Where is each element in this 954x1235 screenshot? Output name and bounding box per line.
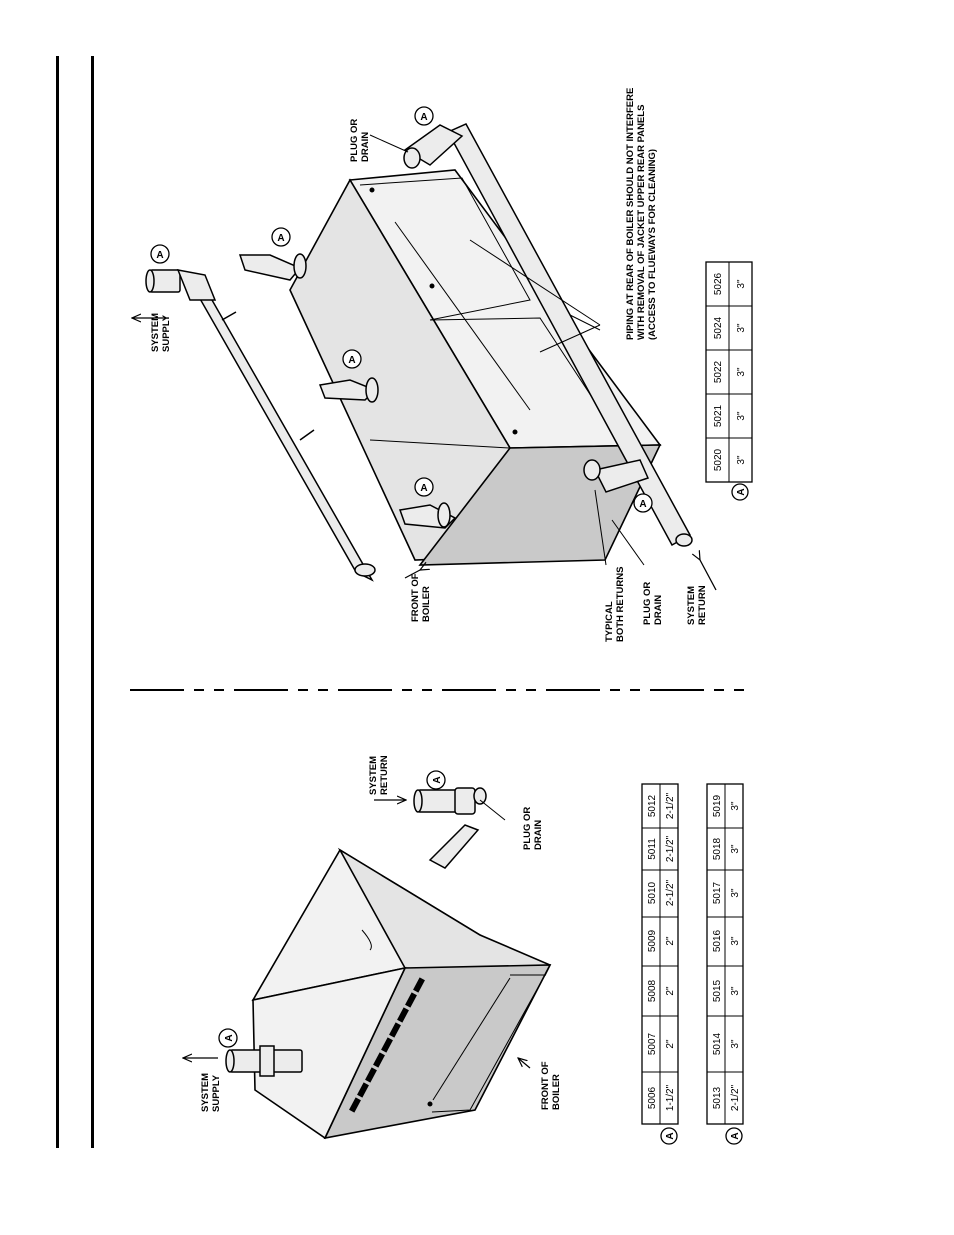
svg-text:5014: 5014 bbox=[712, 1032, 723, 1055]
upper-a-marker-return: A bbox=[633, 493, 653, 513]
svg-text:5012: 5012 bbox=[647, 794, 658, 817]
lower-front-of-boiler-label: FRONT OFBOILER bbox=[540, 1061, 562, 1110]
svg-text:2-1/2": 2-1/2" bbox=[665, 792, 676, 819]
svg-text:A: A bbox=[730, 1132, 741, 1139]
upper-piping-note: PIPING AT REAR OF BOILER SHOULD NOT INTE… bbox=[625, 85, 658, 340]
svg-text:A: A bbox=[420, 483, 427, 494]
lower-plug-or-drain-label: PLUG ORDRAIN bbox=[522, 807, 544, 850]
lower-supply-pipe bbox=[225, 1045, 303, 1077]
lower-boiler-vent-slots bbox=[349, 977, 425, 1113]
svg-text:2": 2" bbox=[665, 936, 676, 946]
svg-text:2": 2" bbox=[665, 1039, 676, 1049]
upper-table-size-3: 3" bbox=[736, 367, 747, 377]
svg-text:5007: 5007 bbox=[647, 1032, 658, 1055]
upper-a-marker-rear: A bbox=[414, 106, 434, 126]
svg-text:A: A bbox=[736, 488, 747, 495]
svg-text:2-1/2": 2-1/2" bbox=[665, 835, 676, 862]
upper-a-marker-supply: A bbox=[150, 244, 170, 264]
svg-text:A: A bbox=[639, 499, 646, 510]
upper-return-header-pipe bbox=[403, 123, 693, 547]
upper-piping-note-line-1: PIPING AT REAR OF BOILER SHOULD NOT INTE… bbox=[625, 88, 636, 340]
upper-system-supply-label: SYSTEMSUPPLY bbox=[150, 313, 172, 352]
svg-text:A: A bbox=[156, 250, 163, 261]
svg-text:3": 3" bbox=[730, 801, 741, 811]
svg-text:A: A bbox=[432, 776, 443, 783]
upper-plug-or-drain-bottom-label: PLUG ORDRAIN bbox=[642, 582, 664, 625]
lower-boiler-diagram: A A SYSTEMSUPPLY SYSTEMRETURN PLUG ORDRA… bbox=[183, 755, 744, 1145]
upper-table-model-5024: 5024 bbox=[713, 316, 724, 339]
svg-text:3": 3" bbox=[730, 888, 741, 898]
lower-a-marker-supply: A bbox=[218, 1028, 238, 1048]
upper-table-model-5021: 5021 bbox=[713, 404, 724, 427]
upper-table-size-1: 3" bbox=[736, 455, 747, 465]
upper-table-size-5: 3" bbox=[736, 279, 747, 289]
svg-text:A: A bbox=[348, 355, 355, 366]
svg-text:5010: 5010 bbox=[647, 881, 658, 904]
upper-table-size-2: 3" bbox=[736, 411, 747, 421]
upper-table-model-5022: 5022 bbox=[713, 360, 724, 383]
upper-boiler-diagram: A A A A A A bbox=[132, 85, 753, 642]
lower-plug-leader bbox=[479, 799, 506, 821]
svg-text:2-1/2": 2-1/2" bbox=[665, 879, 676, 906]
svg-text:A: A bbox=[420, 112, 427, 123]
upper-a-marker-2: A bbox=[342, 349, 362, 369]
upper-a-marker-3: A bbox=[414, 477, 434, 497]
upper-supply-riser-pipe bbox=[145, 269, 217, 301]
svg-text:5013: 5013 bbox=[712, 1086, 723, 1109]
upper-table-model-5026: 5026 bbox=[713, 272, 724, 295]
upper-system-return-label: SYSTEMRETURN bbox=[686, 585, 708, 625]
svg-text:2": 2" bbox=[665, 986, 676, 996]
upper-piping-note-line-2: WITH REMOVAL OF JACKET UPPER REAR PANELS bbox=[636, 105, 647, 340]
svg-text:5009: 5009 bbox=[647, 929, 658, 952]
lower-system-return-label: SYSTEMRETURN bbox=[368, 755, 390, 795]
page-rule-outer bbox=[56, 56, 59, 1148]
lower-a-marker-return: A bbox=[426, 770, 446, 790]
lower-boiler-panel-lines bbox=[361, 929, 546, 1113]
svg-text:5008: 5008 bbox=[647, 979, 658, 1002]
svg-text:A: A bbox=[224, 1034, 235, 1041]
svg-text:2-1/2": 2-1/2" bbox=[730, 1084, 741, 1111]
upper-piping-note-line-3: (ACCESS TO FLUEWAYS FOR CLEANING) bbox=[647, 149, 658, 340]
svg-text:5018: 5018 bbox=[712, 837, 723, 860]
upper-branch-pipes bbox=[238, 253, 457, 529]
upper-size-table: A 5020 5021 5022 5024 5026 3" 3" 3" 3" 3… bbox=[705, 261, 753, 501]
svg-text:5019: 5019 bbox=[712, 794, 723, 817]
upper-plug-or-drain-top-label: PLUG ORDRAIN bbox=[349, 119, 371, 162]
svg-text:1-1/2": 1-1/2" bbox=[665, 1084, 676, 1111]
svg-text:5015: 5015 bbox=[712, 979, 723, 1002]
svg-text:A: A bbox=[277, 233, 284, 244]
upper-table-size-4: 3" bbox=[736, 323, 747, 333]
upper-front-of-boiler-label: FRONT OFBOILER bbox=[410, 573, 432, 622]
lower-return-pipe bbox=[413, 787, 487, 869]
upper-typical-both-returns-label: TYPICALBOTH RETURNS bbox=[604, 567, 626, 642]
svg-text:3": 3" bbox=[730, 844, 741, 854]
svg-text:5016: 5016 bbox=[712, 929, 723, 952]
svg-text:5017: 5017 bbox=[712, 881, 723, 904]
svg-text:A: A bbox=[665, 1132, 676, 1139]
upper-supply-header-pipe bbox=[192, 287, 376, 582]
svg-text:5006: 5006 bbox=[647, 1086, 658, 1109]
lower-size-table-2: A 5013 5014 5015 5016 5017 5018 5019 2-1… bbox=[706, 783, 744, 1145]
lower-front-arrow bbox=[518, 1058, 531, 1069]
svg-text:5011: 5011 bbox=[647, 838, 658, 860]
upper-return-arrow bbox=[700, 560, 717, 591]
upper-front-arrow bbox=[404, 570, 420, 579]
svg-text:3": 3" bbox=[730, 986, 741, 996]
upper-table-model-5020: 5020 bbox=[713, 448, 724, 471]
upper-leader-lines bbox=[369, 134, 645, 566]
lower-system-supply-label: SYSTEMSUPPLY bbox=[200, 1073, 222, 1112]
svg-text:3": 3" bbox=[730, 936, 741, 946]
lower-size-table-1: A 5006 5007 5008 5009 5010 5011 5012 1-1… bbox=[641, 783, 679, 1145]
upper-a-marker-1: A bbox=[271, 227, 291, 247]
page-rule-inner bbox=[91, 56, 94, 1148]
svg-text:3": 3" bbox=[730, 1039, 741, 1049]
